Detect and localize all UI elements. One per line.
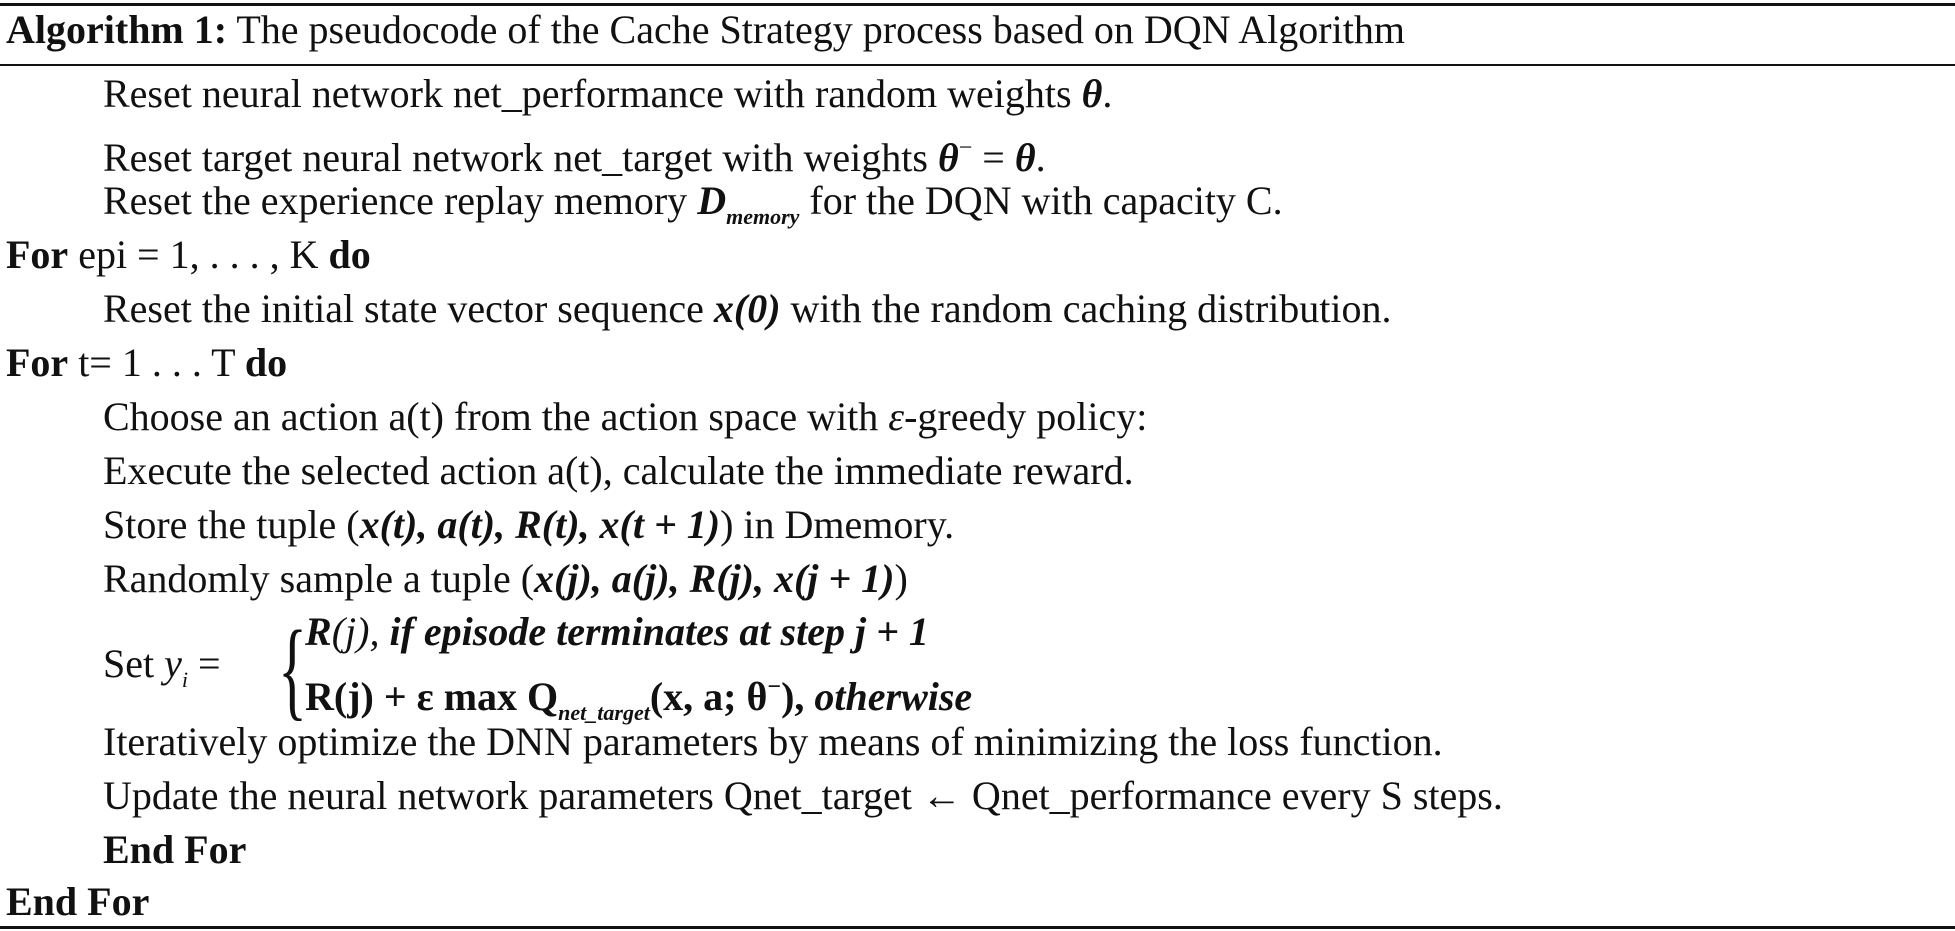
step-reset-state: Reset the initial state vector sequence … <box>103 285 1392 333</box>
step-reset-target: Reset target neural network net_target w… <box>103 124 1046 182</box>
theta-symbol: θ <box>937 135 959 180</box>
theta-symbol: θ <box>1081 71 1103 116</box>
step-text: Reset neural network net_performance wit… <box>103 71 1082 116</box>
step-text-2: -greedy policy: <box>904 394 1148 439</box>
transition-tuple: x(t), a(t), R(t), x(t + 1) <box>359 502 721 547</box>
loop-range: t= 1 . . . T <box>68 340 245 385</box>
minus-superscript: − <box>958 135 973 161</box>
algorithm-header: Algorithm 1: The pseudocode of the Cache… <box>6 6 1405 54</box>
for-time-loop: For t= 1 . . . T do <box>6 339 287 387</box>
step-execute-action: Execute the selected action a(t), calcul… <box>103 447 1134 495</box>
keyword-for: For <box>6 340 69 385</box>
step-sample-tuple: Randomly sample a tuple (x(j), a(j), R(j… <box>103 555 908 603</box>
step-reset-memory: Reset the experience replay memory Dmemo… <box>103 177 1283 241</box>
step-end: . <box>1035 135 1046 180</box>
keyword-for: For <box>6 232 69 277</box>
step-reset-network: Reset neural network net_performance wit… <box>103 70 1112 118</box>
step-update-params: Update the neural network parameters Qne… <box>103 772 1503 820</box>
for-episode-loop: For epi = 1, . . . , K do <box>6 231 371 279</box>
step-text: Randomly sample a tuple ( <box>103 556 535 601</box>
step-text: Iteratively optimize the DNN parameters … <box>103 719 1443 764</box>
minus-superscript: − <box>767 674 782 700</box>
step-text: Reset the experience replay memory <box>103 178 698 223</box>
step-text-2: with the random caching distribution. <box>780 286 1392 331</box>
otherwise-condition: otherwise <box>814 674 973 719</box>
target-y: y <box>164 641 182 686</box>
step-optimize: Iteratively optimize the DNN parameters … <box>103 718 1443 766</box>
step-end: . <box>1102 71 1113 116</box>
step-text: Reset the initial state vector sequence <box>103 286 714 331</box>
case-otherwise: R(j) + ε max Qnet_target(x, a; θ−), othe… <box>305 663 972 737</box>
memory-symbol: D <box>697 178 727 223</box>
algorithm-title: The pseudocode of the Cache Strategy pro… <box>227 7 1405 52</box>
keyword-do: do <box>244 340 288 385</box>
q-args: (x, a; θ <box>649 674 768 719</box>
step-text: Execute the selected action a(t), calcul… <box>103 448 1134 493</box>
q-args-close: ), <box>781 674 815 719</box>
equals: = <box>972 135 1015 180</box>
end-for-outer: End For <box>6 878 149 926</box>
bottom-rule <box>0 926 1955 929</box>
algorithm-label: Algorithm 1: <box>6 7 228 52</box>
cases-brace: { <box>278 608 308 730</box>
bellman-expression: R(j) + ε max Q <box>305 674 559 719</box>
set-word: Set <box>103 641 165 686</box>
equals: = <box>188 641 221 686</box>
step-text: Choose an action a(t) from the action sp… <box>103 394 889 439</box>
header-rule <box>0 64 1955 66</box>
keyword-end-for: End For <box>103 827 247 872</box>
step-text-2: ) <box>894 556 908 601</box>
step-text: Reset target neural network net_target w… <box>103 135 938 180</box>
step-choose-action: Choose an action a(t) from the action sp… <box>103 393 1147 441</box>
loop-range: epi = 1, . . . , K <box>68 232 329 277</box>
sampled-tuple: x(j), a(j), R(j), x(j + 1) <box>534 556 895 601</box>
step-store-tuple: Store the tuple (x(t), a(t), R(t), x(t +… <box>103 501 954 549</box>
end-for-inner: End For <box>103 826 246 874</box>
step-text-2: ) in Dmemory. <box>720 502 955 547</box>
keyword-do: do <box>328 232 371 277</box>
keyword-end-for: End For <box>6 879 150 924</box>
step-text: Store the tuple ( <box>103 502 360 547</box>
top-rule <box>0 3 1955 6</box>
terminal-condition: if episode terminates at step j + 1 <box>389 609 929 654</box>
target-y-subscript: i <box>181 667 189 692</box>
q-subscript: net_target <box>558 700 650 725</box>
step-text: Update the neural network parameters Qne… <box>103 773 1503 818</box>
reward-arg: (j), <box>331 609 390 654</box>
theta-symbol-2: θ <box>1014 135 1036 180</box>
reward-symbol: R <box>305 609 332 654</box>
memory-subscript: memory <box>726 204 800 229</box>
epsilon-symbol: ε <box>888 394 905 439</box>
step-set-target: Set yi = <box>103 640 221 704</box>
step-text-2: for the DQN with capacity C. <box>799 178 1283 223</box>
case-terminal: R(j), if episode terminates at step j + … <box>305 608 929 656</box>
state-vector: x(0) <box>713 286 781 331</box>
